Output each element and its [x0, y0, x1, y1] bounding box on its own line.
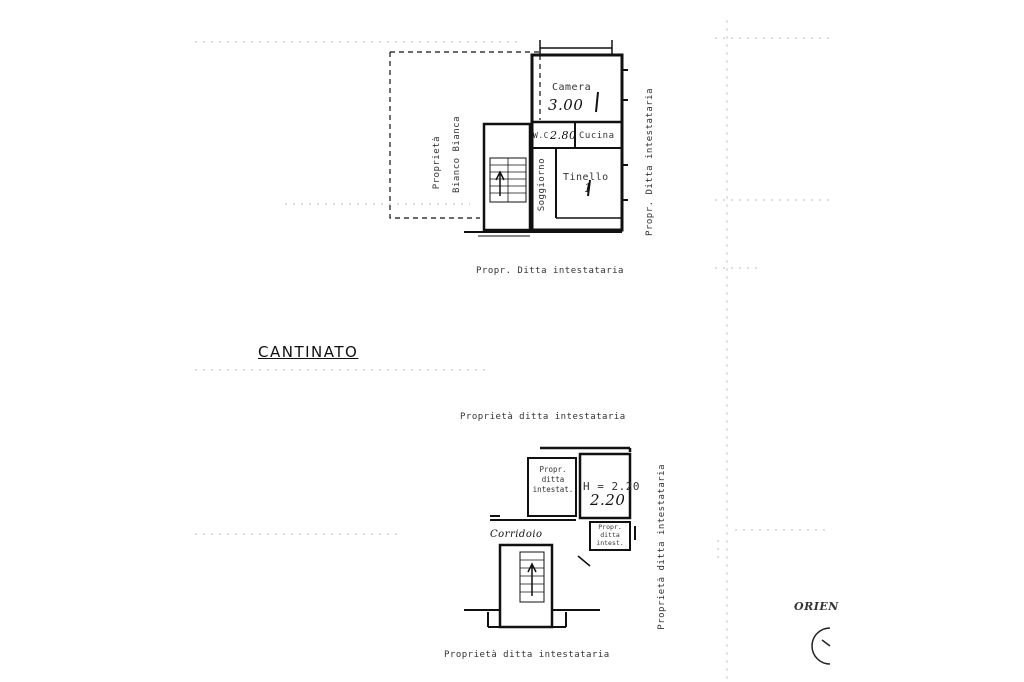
room-label-cucina: Cucina — [579, 131, 615, 141]
wc-mark: 2.80 — [550, 129, 577, 142]
cellar-small-line-2: ditta — [600, 531, 620, 539]
upper-floor-plan — [389, 40, 628, 237]
camera-mark: 3.00 — [548, 96, 584, 114]
scan-artifact-lines — [195, 37, 830, 560]
stairwell-upper — [482, 122, 532, 232]
bottom-owner-label-upper: Propr. Ditta intestataria — [476, 266, 624, 276]
cellar-left-line-2: ditta — [541, 475, 565, 484]
room-label-wc: W.C. — [533, 131, 555, 140]
apartment-outer-wall — [530, 53, 624, 232]
bottom-owner-label-basement: Proprietà ditta intestataria — [444, 650, 610, 660]
neighbour-label-2: Bianco Bianca — [452, 116, 462, 193]
height-value: 2.20 — [590, 491, 626, 509]
height-label: H = 2.20 — [583, 480, 640, 493]
orientation-label: ORIEN — [794, 600, 839, 613]
cellar-left-line-3: intestat. — [532, 485, 574, 494]
compass-icon — [811, 627, 831, 665]
corridor-label: Corridoio — [490, 529, 543, 540]
cellar-room-small — [589, 521, 631, 551]
cellar-small-label: Propr. ditta intest. — [590, 523, 630, 547]
cellar-room-right — [578, 452, 632, 520]
neighbour-boundary — [389, 51, 541, 219]
cellar-small-line-3: intest. — [596, 539, 624, 547]
room-label-soggiorno: Soggiorno — [537, 158, 547, 212]
room-label-camera: Camera — [552, 82, 592, 93]
neighbour-label-1: Proprietà — [432, 136, 442, 190]
cellar-left-line-1: Propr. — [539, 465, 567, 474]
right-owner-label-basement: Proprietà ditta intestataria — [657, 464, 667, 630]
basement-plan — [464, 446, 636, 629]
room-label-tinello: Tinello — [563, 172, 609, 183]
right-owner-label-upper: Propr. Ditta intestataria — [645, 88, 655, 236]
tinello-mark: 1 — [584, 181, 593, 195]
top-owner-label-basement: Proprietà ditta intestataria — [460, 412, 626, 422]
cellar-small-line-1: Propr. — [598, 523, 622, 531]
section-title: CANTINATO — [258, 343, 359, 361]
cellar-left-label: Propr. ditta intestat. — [531, 465, 575, 495]
